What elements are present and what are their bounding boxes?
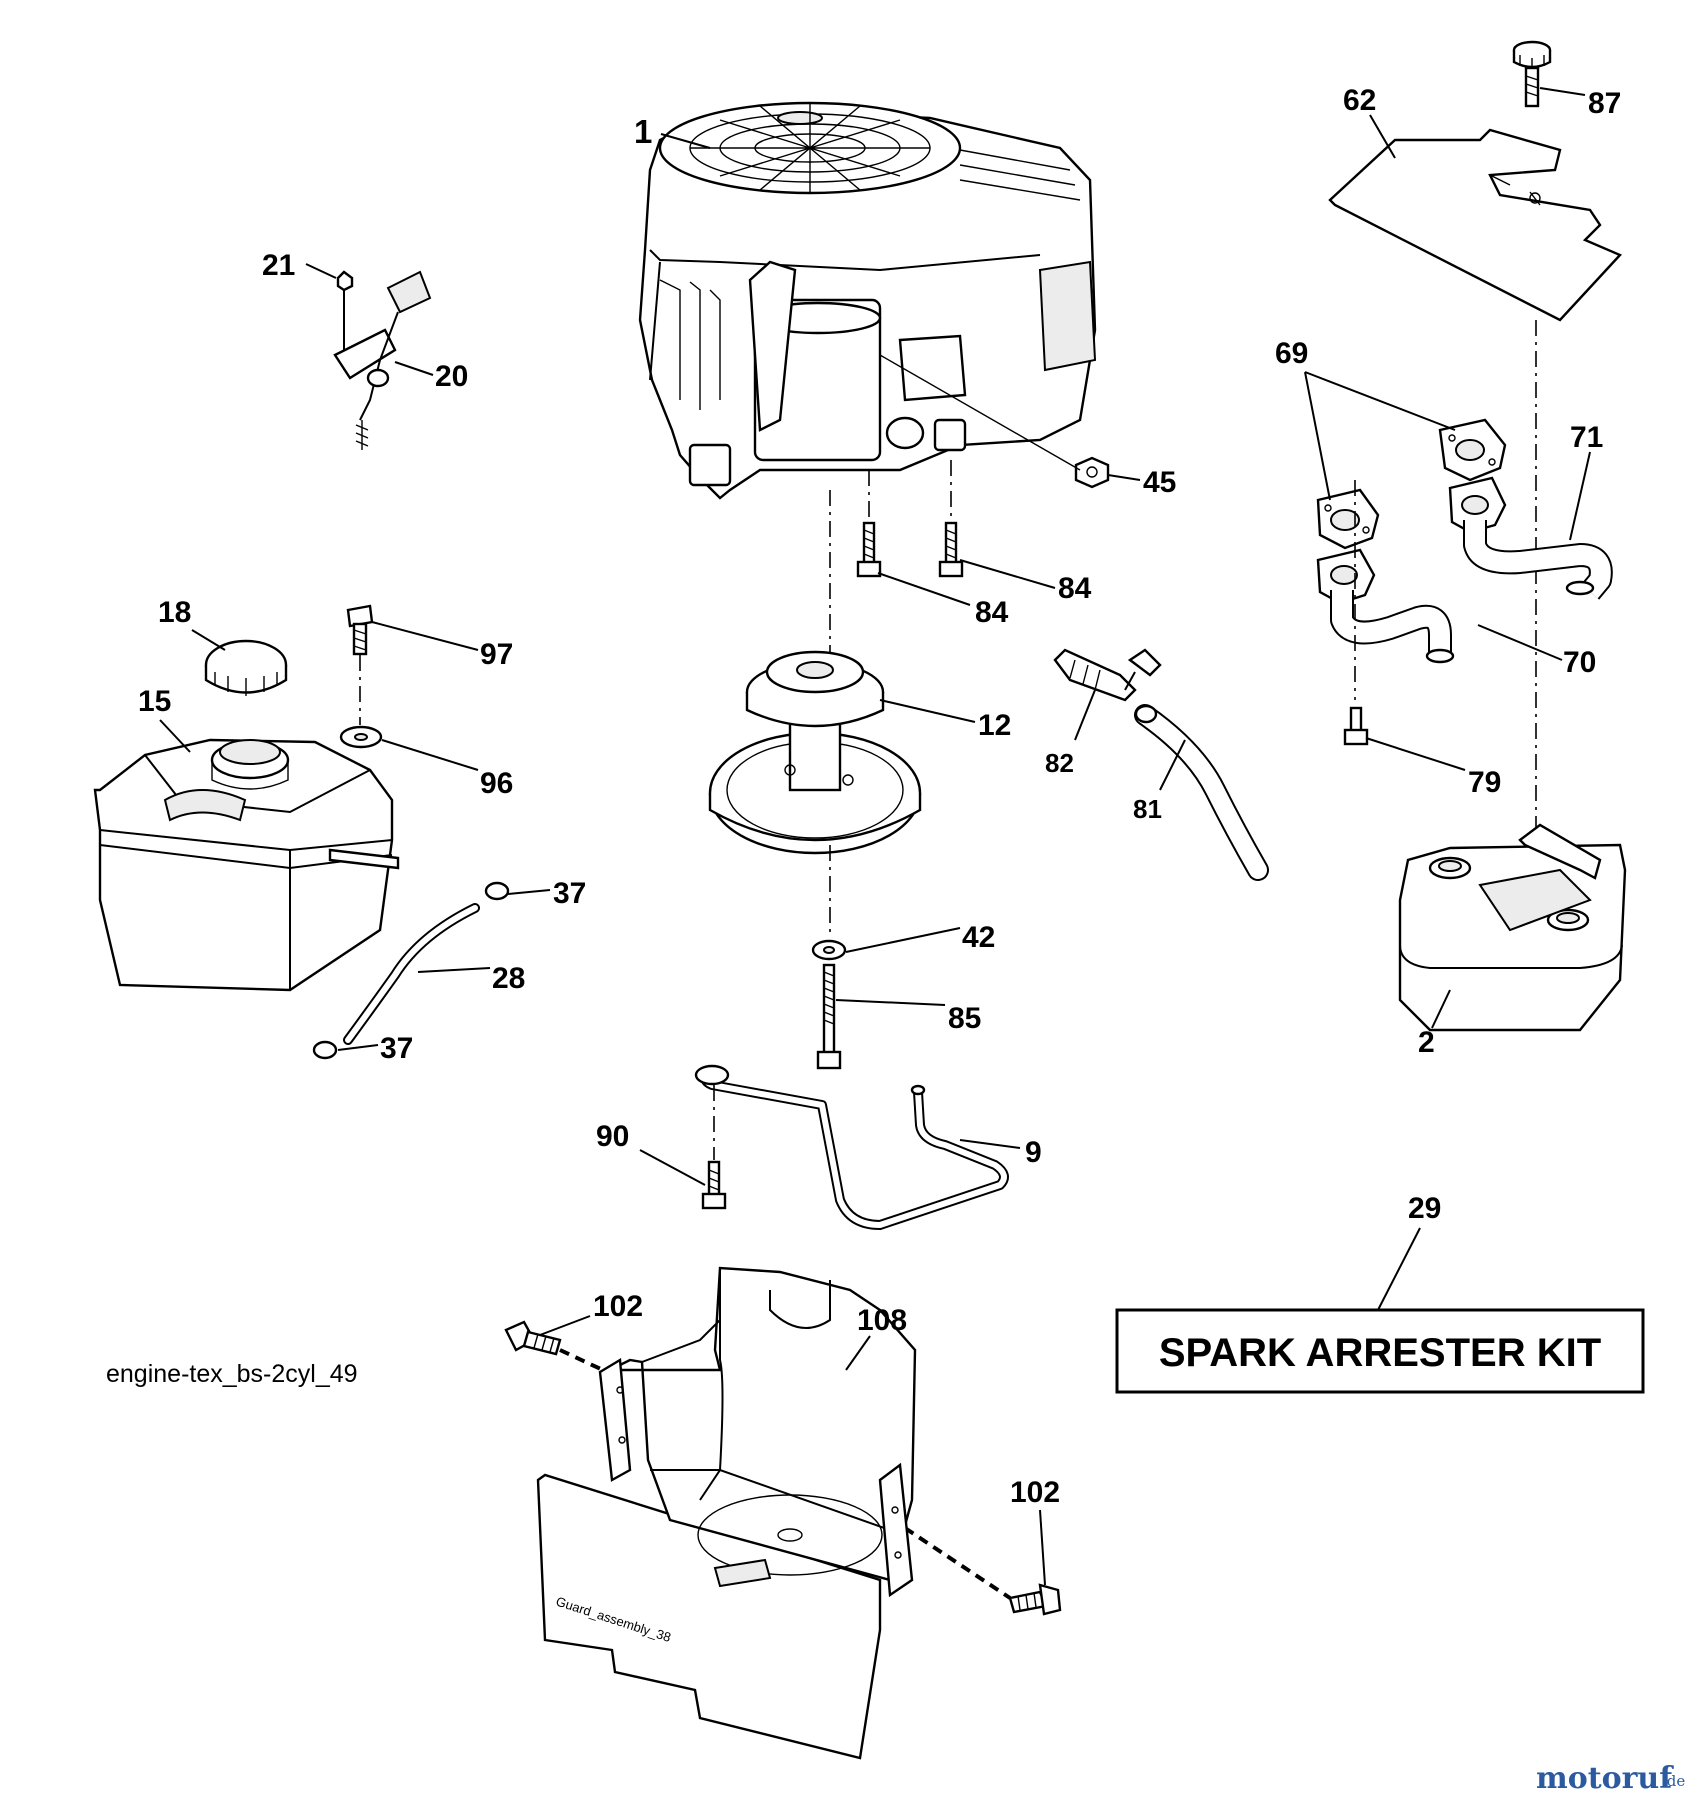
oil-drain-hose-part[interactable] [1134,704,1269,881]
callout-29: 29 [1408,1192,1441,1225]
nut-part[interactable] [1074,456,1110,489]
engine-part[interactable] [638,101,1097,500]
centerline-102-b [903,1526,1012,1600]
fuel-tank-part[interactable] [93,738,400,992]
leader-45-line [879,354,1081,471]
callout-62: 62 [1343,84,1376,117]
spark-arrester-kit-label: SPARK ARRESTER KIT [1159,1331,1601,1375]
leader-87 [1539,87,1586,96]
washer-pulley-part[interactable] [811,939,847,961]
callout-79: 79 [1468,766,1501,799]
watermark-suffix: .de [1662,1772,1685,1790]
guard-bolt-part[interactable] [504,1320,1062,1616]
tank-washer-part[interactable] [339,725,383,749]
callout-18: 18 [158,596,191,629]
leader-102-a [539,1315,591,1336]
fuel-cap-part[interactable] [204,639,288,696]
leader-42 [845,927,961,953]
bracket-bolt-part[interactable] [701,1160,727,1210]
watermark-main: motoruf [1536,1761,1674,1796]
callout-37-b: 37 [380,1032,413,1065]
muffler-part[interactable] [1398,823,1627,1032]
muffler-bolt-part[interactable] [1343,706,1369,746]
leader-79 [1365,737,1466,771]
callout-90: 90 [596,1120,629,1153]
callout-102-a: 102 [593,1290,643,1323]
pulley-bolt-part[interactable] [816,963,842,1070]
callout-85: 85 [948,1002,981,1035]
leader-84-b [959,559,1056,589]
shield-knob-part[interactable] [1512,40,1552,108]
callout-28: 28 [492,962,525,995]
callout-96: 96 [480,767,513,800]
callout-97: 97 [480,638,513,671]
leader-102-b [1039,1509,1046,1586]
callout-15: 15 [138,685,171,718]
leader-97 [371,621,479,651]
engine-bolt-part[interactable] [856,521,964,578]
callout-82: 82 [1045,748,1074,778]
leader-21 [305,263,337,279]
fuel-line-part[interactable] [343,903,480,1045]
engine-guard-part[interactable]: Guard_assembly_38 [536,1266,917,1760]
callout-37-a: 37 [553,877,586,910]
leader-18 [191,629,226,651]
pulley-part[interactable] [708,650,922,855]
exhaust-pipe-right-part[interactable] [1448,476,1613,600]
oil-drain-valve-part[interactable] [1053,648,1162,702]
leader-45 [1107,474,1141,481]
leader-84-a [877,572,971,606]
callout-84-a: 84 [975,596,1009,629]
callout-108: 108 [857,1304,907,1337]
callout-70: 70 [1563,646,1596,679]
callout-71: 71 [1570,421,1603,454]
leader-37-a [507,889,551,895]
centerline-84 [868,460,952,520]
leader-1 [660,133,711,149]
watermark-logo: motoruf .de [1536,1761,1685,1796]
callout-9: 9 [1025,1136,1042,1169]
spark-arrester-kit-box[interactable]: SPARK ARRESTER KIT [1115,1308,1645,1394]
tank-screw-part[interactable] [346,604,374,656]
callout-1: 1 [634,113,652,150]
callout-69: 69 [1275,337,1308,370]
leader-2 [1431,989,1451,1029]
hose-clamp-part[interactable] [312,881,510,1060]
callout-2: 2 [1418,1026,1435,1059]
callout-21: 21 [262,249,295,282]
leader-15 [159,719,191,753]
leader-62 [1369,114,1396,159]
leader-12 [879,699,976,723]
leader-20 [394,361,434,376]
callout-20: 20 [435,360,468,393]
callout-42: 42 [962,921,995,954]
leader-9 [959,1139,1021,1149]
callout-45: 45 [1143,466,1176,499]
leader-90 [639,1149,706,1186]
leader-82 [1074,689,1096,741]
exhaust-pipe-left-part[interactable] [1316,548,1455,664]
heat-shield-part[interactable] [1328,128,1623,322]
leader-71 [1569,451,1591,541]
leader-70 [1477,624,1563,661]
leader-81 [1159,739,1186,791]
leader-108 [845,1335,871,1371]
drawing-code: engine-tex_bs-2cyl_49 [106,1360,358,1388]
wire-bracket-part[interactable] [694,1064,1009,1230]
leader-69 [1304,371,1456,501]
exhaust-gasket-part[interactable] [1316,418,1507,550]
callout-12: 12 [978,709,1011,742]
callout-81: 81 [1133,794,1162,824]
callout-84-b: 84 [1058,572,1092,605]
leader-28 [417,967,491,973]
leader-96 [381,739,479,771]
leader-37-b [337,1044,379,1051]
callout-87: 87 [1588,87,1621,120]
leader-85 [835,999,946,1006]
throttle-control-part[interactable] [333,270,432,450]
leader-29 [1377,1227,1421,1311]
callout-102-b: 102 [1010,1476,1060,1509]
